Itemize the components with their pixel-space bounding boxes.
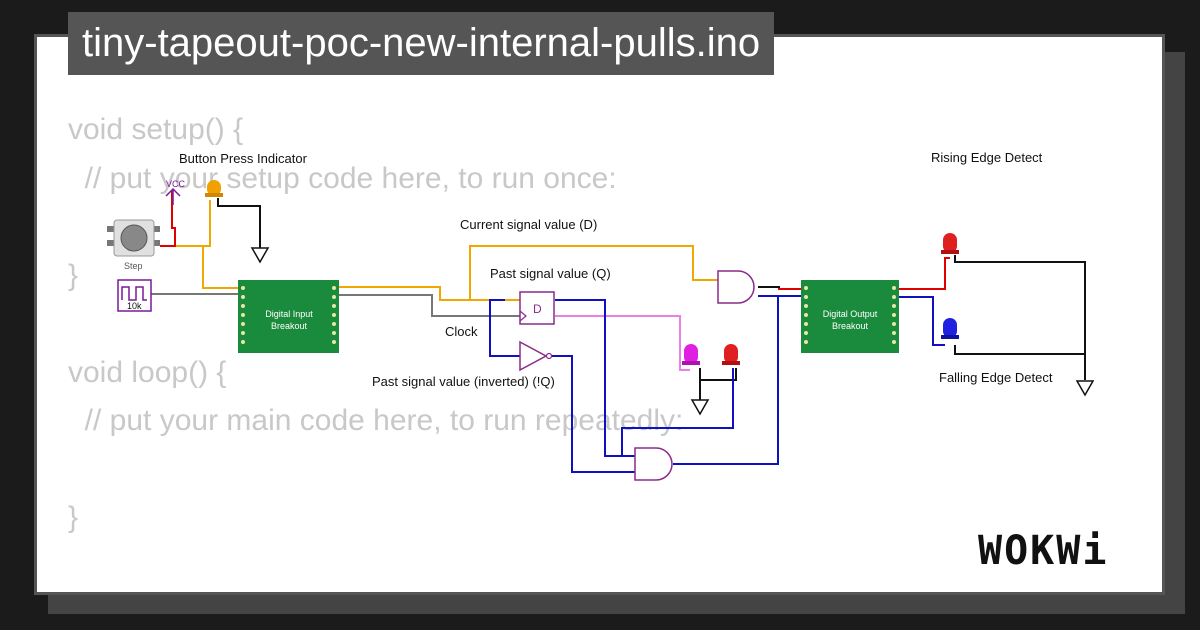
wires-pink bbox=[555, 315, 690, 371]
label-past-signal: Past signal value (Q) bbox=[490, 266, 611, 281]
wokwi-logo: WOKWi bbox=[978, 528, 1109, 574]
wires-blue bbox=[489, 295, 945, 473]
digital-output-breakout[interactable]: Digital Output Breakout bbox=[801, 280, 899, 353]
label-clock: Clock bbox=[445, 324, 478, 339]
and-gate-falling[interactable] bbox=[634, 447, 673, 481]
code-line: } bbox=[68, 501, 79, 534]
ground-icon bbox=[250, 247, 270, 264]
d-flipflop[interactable]: D bbox=[519, 291, 555, 325]
wires-gray bbox=[150, 293, 520, 317]
input-breakout-label-2: Breakout bbox=[271, 321, 308, 331]
preview-card bbox=[34, 34, 1165, 595]
step-button-label: Step bbox=[124, 261, 143, 271]
led-blue-falling[interactable] bbox=[941, 318, 959, 339]
led-magenta[interactable] bbox=[682, 344, 700, 365]
flipflop-label: D bbox=[533, 302, 542, 316]
code-line: // put your setup code here, to run once… bbox=[68, 161, 617, 195]
code-line: void loop() { bbox=[68, 355, 227, 389]
label-past-signal-inverted: Past signal value (inverted) (!Q) bbox=[372, 374, 555, 389]
led-red-rising[interactable] bbox=[941, 233, 959, 254]
input-breakout-label-1: Digital Input bbox=[265, 309, 313, 319]
label-rising-edge-detect: Rising Edge Detect bbox=[931, 150, 1043, 165]
vcc-symbol: VCC bbox=[165, 179, 186, 205]
digital-input-breakout[interactable]: Digital Input Breakout bbox=[238, 280, 339, 353]
indicator-led-orange[interactable] bbox=[205, 180, 223, 197]
vcc-label: VCC bbox=[166, 179, 186, 189]
project-title: tiny-tapeout-poc-new-internal-pulls.ino bbox=[68, 12, 775, 75]
code-editor: void setup() { // put your setup code he… bbox=[68, 106, 683, 543]
wires-ground bbox=[217, 198, 1086, 400]
code-line: // put your main code here, to run repea… bbox=[68, 404, 684, 437]
code-line: void setup() { bbox=[68, 113, 244, 146]
label-falling-edge-detect: Falling Edge Detect bbox=[939, 370, 1053, 385]
label-button-press-indicator: Button Press Indicator bbox=[179, 151, 308, 166]
led-red-middle[interactable] bbox=[722, 344, 740, 365]
clock-frequency-label: 10k bbox=[127, 301, 142, 311]
clock-generator[interactable]: 10k bbox=[117, 279, 152, 312]
code-line: } bbox=[68, 258, 79, 292]
and-gate-rising[interactable] bbox=[717, 270, 755, 304]
ground-icon bbox=[690, 399, 710, 416]
not-gate[interactable] bbox=[519, 340, 553, 372]
ground-icon bbox=[1075, 380, 1095, 397]
output-breakout-label-2: Breakout bbox=[832, 321, 869, 331]
step-button[interactable]: Step bbox=[107, 219, 160, 271]
output-breakout-label-1: Digital Output bbox=[823, 309, 878, 319]
wires-orange bbox=[160, 200, 718, 301]
label-current-signal: Current signal value (D) bbox=[460, 217, 597, 232]
